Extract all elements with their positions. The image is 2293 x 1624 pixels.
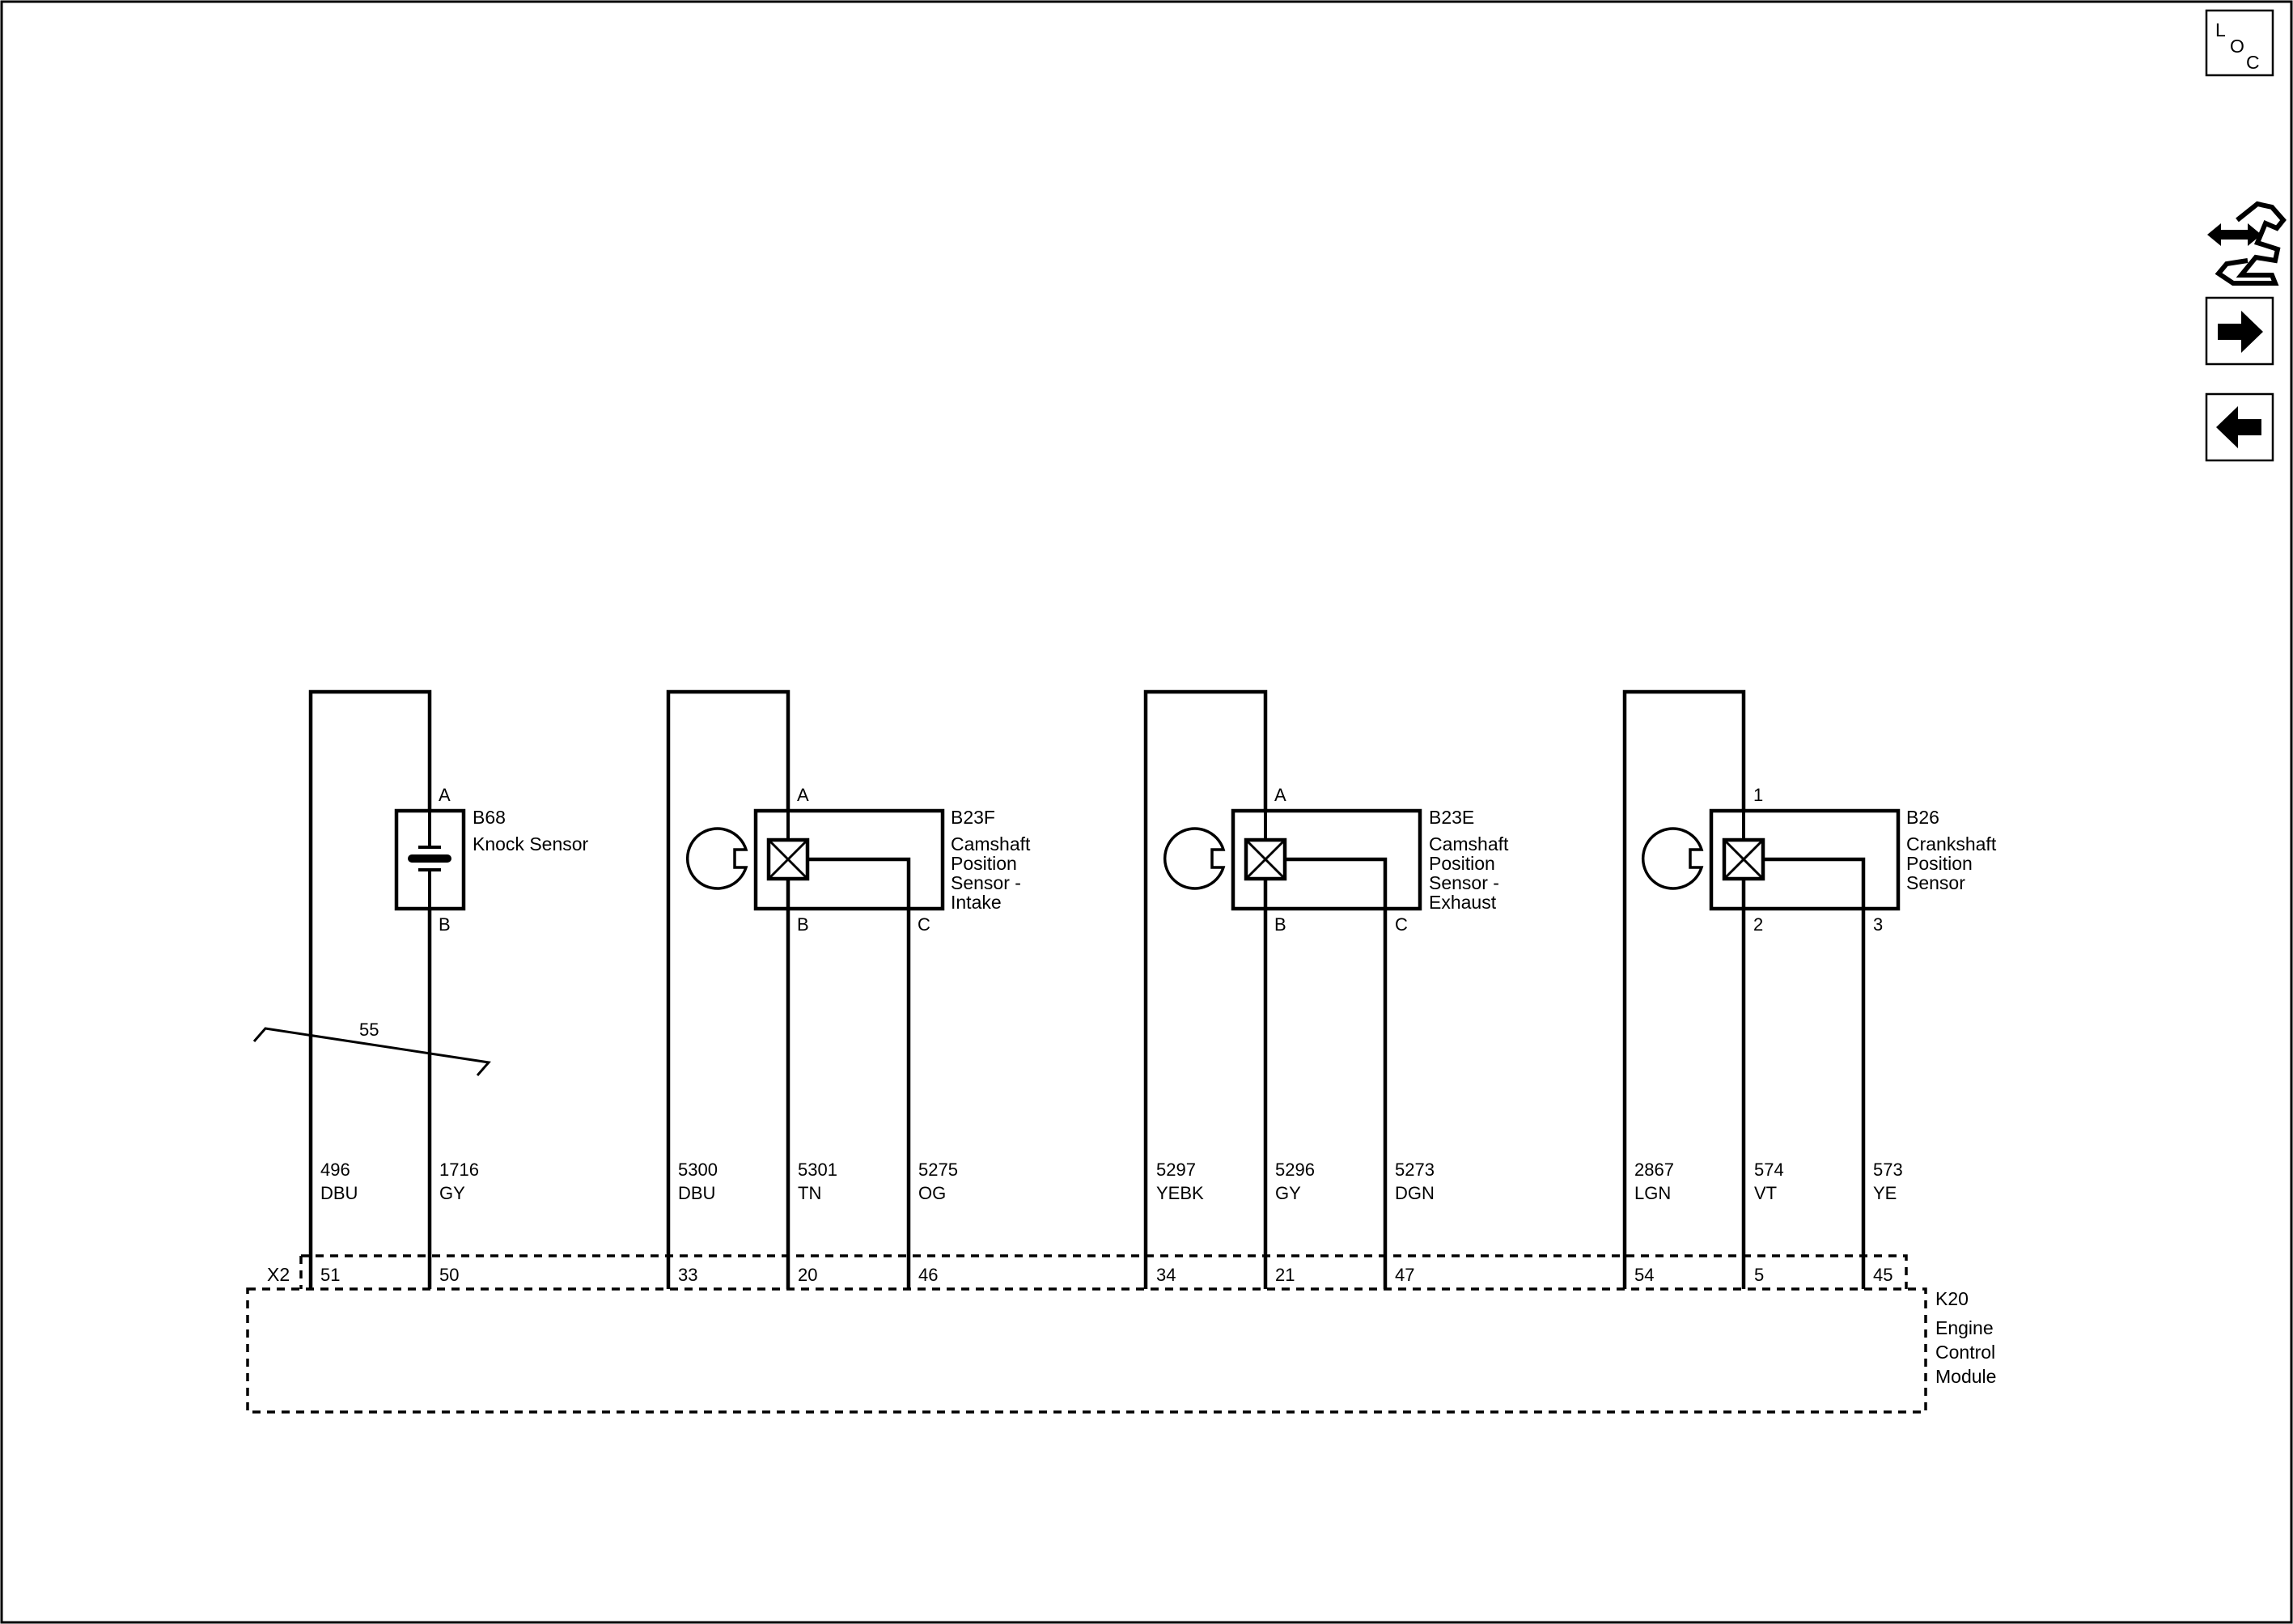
ecm-pin: 5 <box>1754 1265 1764 1285</box>
component-name: Sensor <box>1906 872 1965 893</box>
component-ref: B68 <box>473 807 506 828</box>
wire-color: DBU <box>678 1183 715 1203</box>
ecm-connector-top <box>301 1254 1908 1289</box>
wire-color: VT <box>1754 1183 1777 1203</box>
ecm-pin: 20 <box>798 1265 817 1285</box>
wire-circuit: 496 <box>320 1160 350 1180</box>
pin-label: C <box>918 914 930 935</box>
component-name: Sensor - <box>951 872 1021 893</box>
wire-circuit: 5296 <box>1275 1160 1315 1180</box>
pin-label: A <box>1274 785 1286 805</box>
splice-break: 55 <box>252 1020 491 1076</box>
crankshaft-sensor: 1 2 3 B26 Crankshaft Position Sensor <box>1622 689 1997 1289</box>
component-name: Intake <box>951 892 1002 913</box>
connector-view-icon[interactable] <box>2207 201 2287 286</box>
wire-color: GY <box>439 1183 465 1203</box>
ecm-ref-label: K20 <box>1935 1288 1969 1309</box>
wire-circuit: 5275 <box>918 1160 958 1180</box>
pin-label: 1 <box>1753 785 1763 805</box>
loc-button[interactable]: L O C <box>2205 9 2274 77</box>
component-ref: B23F <box>951 807 995 828</box>
wire-color: OG <box>918 1183 946 1203</box>
wire-color: YE <box>1873 1183 1897 1203</box>
component-name: Position <box>1906 853 1973 874</box>
ecm-pin: 51 <box>320 1265 340 1285</box>
splice-label: 55 <box>359 1020 379 1040</box>
pin-label: A <box>439 785 451 805</box>
wire-circuit: 5300 <box>678 1160 718 1180</box>
component-name: Position <box>1429 853 1495 874</box>
component-name: Exhaust <box>1429 892 1497 913</box>
pin-label: A <box>797 785 809 805</box>
ecm-pin: 50 <box>439 1265 459 1285</box>
previous-arrow-icon[interactable] <box>2205 392 2274 462</box>
wire-color: YEBK <box>1156 1183 1204 1203</box>
loc-letter-c: C <box>2246 52 2260 73</box>
component-name: Knock Sensor <box>473 833 589 854</box>
wire-circuit: 5301 <box>798 1160 837 1180</box>
wire-circuit: 574 <box>1754 1160 1784 1180</box>
wire-circuit: 573 <box>1873 1160 1903 1180</box>
component-ref: B26 <box>1906 807 1939 828</box>
wire-color: TN <box>798 1183 821 1203</box>
component-name: Camshaft <box>951 833 1031 854</box>
ecm-pin: 21 <box>1275 1265 1295 1285</box>
ecm-pin: 45 <box>1873 1265 1892 1285</box>
knock-sensor: A B B68 Knock Sensor <box>308 689 589 1289</box>
ecm-pin: 47 <box>1395 1265 1414 1285</box>
pin-label: B <box>1274 914 1286 935</box>
wire-circuit: 5297 <box>1156 1160 1196 1180</box>
pin-label: B <box>439 914 451 935</box>
pin-label: C <box>1395 914 1408 935</box>
ecm-name-line: Module <box>1935 1366 1996 1387</box>
component-ref: B23E <box>1429 807 1474 828</box>
next-arrow-icon[interactable] <box>2205 296 2274 366</box>
loc-letter-l: L <box>2215 19 2226 40</box>
wire-circuit: 1716 <box>439 1160 479 1180</box>
wire-labels: 496 DBU 51 1716 GY 50 5300 DBU 33 5301 T… <box>320 1160 1903 1285</box>
ecm-name-line: Engine <box>1935 1317 1994 1338</box>
wire-color: GY <box>1275 1183 1301 1203</box>
camshaft-sensor-exhaust: A B C B23E Camshaft Position Sensor - Ex… <box>1143 689 1509 1289</box>
ecm-pin: 34 <box>1156 1265 1176 1285</box>
wire-color: LGN <box>1634 1183 1671 1203</box>
wire-circuit: 5273 <box>1395 1160 1435 1180</box>
pin-label: 3 <box>1873 914 1883 935</box>
camshaft-sensor-intake: A B C B23F Camshaft Position Sensor - In… <box>666 689 1031 1289</box>
wire-color: DGN <box>1395 1183 1435 1203</box>
component-name: Position <box>951 853 1017 874</box>
component-name: Camshaft <box>1429 833 1509 854</box>
ecm-name-line: Control <box>1935 1342 1995 1363</box>
wire-circuit: 2867 <box>1634 1160 1674 1180</box>
component-name: Sensor - <box>1429 872 1499 893</box>
pin-label: 2 <box>1753 914 1763 935</box>
wire-color: DBU <box>320 1183 358 1203</box>
component-name: Crankshaft <box>1906 833 1997 854</box>
pin-label: B <box>797 914 809 935</box>
ecm-connector-label: X2 <box>267 1264 290 1285</box>
ecm-pin: 54 <box>1634 1265 1654 1285</box>
ecm-module-outline <box>246 1287 1927 1414</box>
ecm-pin: 46 <box>918 1265 938 1285</box>
loc-letter-o: O <box>2230 36 2244 57</box>
ecm-pin: 33 <box>678 1265 697 1285</box>
